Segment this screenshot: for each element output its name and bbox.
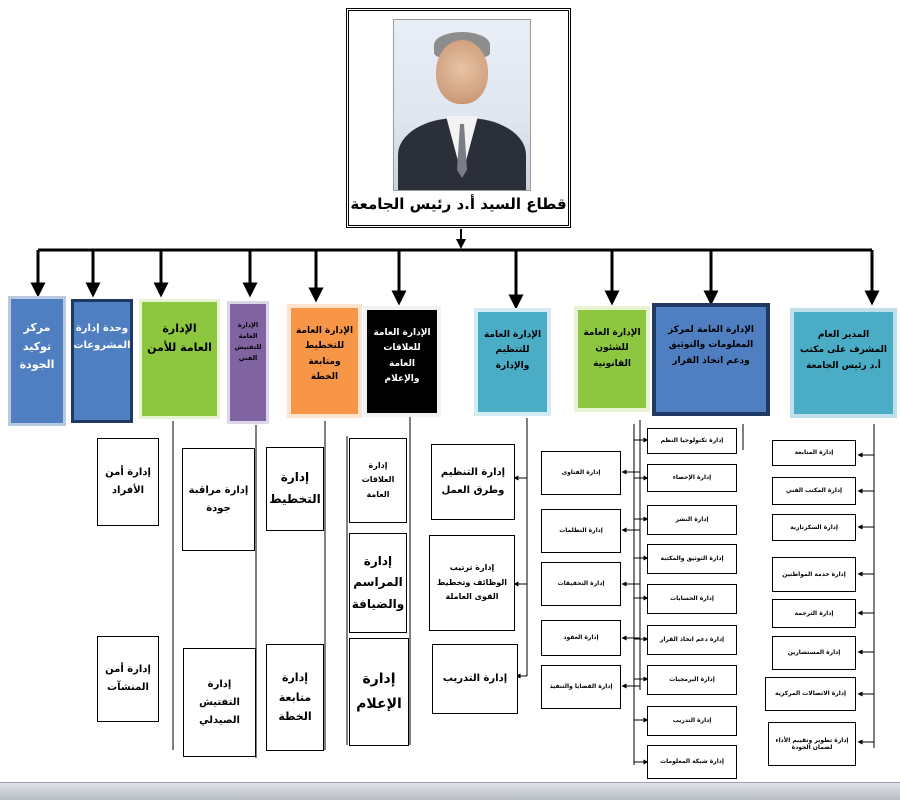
sector-title: قطاع السيد أ.د رئيس الجامعة	[350, 195, 567, 213]
dept-legal-affairs: الإدارة العامة للشئون القانونية	[574, 306, 650, 412]
dept-public-relations-media: الإدارة العامة للعلاقات العامة والإعلام	[363, 306, 441, 417]
office-unit-technical-office: إدارة المكتب الفني	[772, 477, 856, 505]
info-unit-statistics: إدارة الإحصاء	[647, 464, 737, 492]
pr-unit-public-relations: إدارة العلاقات العامة	[349, 438, 407, 523]
dept-office-director: المدير العام المشرف على مكتب أ.د رئيس ال…	[790, 308, 897, 418]
office-unit-citizen-service: إدارة خدمة المواطنين	[772, 557, 856, 592]
office-unit-central-communications: إدارة الاتصالات المركزية	[765, 677, 856, 711]
planning-unit-plan-followup: إدارة متابعة الخطة	[266, 644, 324, 751]
pr-unit-protocol-hospitality: إدارة المراسم والضيافة	[349, 533, 407, 633]
info-unit-accounts: إدارة الحسابات	[647, 584, 737, 614]
legal-unit-fatwas: إدارة الفتاوى	[541, 451, 621, 495]
office-unit-advisors: إدارة المستشارين	[772, 636, 856, 670]
info-unit-decision-support: إدارة دعم اتخاذ القرار	[647, 625, 737, 655]
info-unit-publishing: إدارة النشر	[647, 505, 737, 535]
info-unit-systems-technology: إدارة تكنولوجيا النظم	[647, 428, 737, 454]
info-unit-information-network: إدارة شبكة المعلومات	[647, 745, 737, 779]
dept-organization-administration: الإدارة العامة للتنظيم والإدارة	[474, 308, 551, 416]
dept-quality-center: مركز توكيد الجودة	[8, 296, 66, 426]
info-unit-software: إدارة البرمجيات	[647, 665, 737, 695]
org-unit-jobs-workforce: إدارة ترتيب الوظائف وتخطيط القوى العاملة	[429, 535, 515, 631]
pr-unit-media: إدارة الإعلام	[349, 638, 409, 746]
legal-unit-cases-execution: إدارة القضايا والتنفيذ	[541, 665, 621, 709]
dept-planning-followup: الإدارة العامة للتخطيط ومتابعة الخطة	[287, 304, 362, 418]
dept-security: الإدارة العامة للأمن	[139, 299, 220, 419]
planning-unit-planning: إدارة التخطيط	[266, 447, 324, 531]
info-unit-training: إدارة التدريب	[647, 706, 737, 736]
inspection-unit-pharmacy: إدارة التفتيش الصيدلي	[183, 648, 256, 757]
dept-projects-unit: وحدة إدارة المشروعات	[71, 299, 133, 423]
org-unit-training: إدارة التدريب	[432, 644, 518, 714]
president-sector-box: قطاع السيد أ.د رئيس الجامعة	[346, 8, 571, 228]
inspection-unit-quality-control: إدارة مراقبة جودة	[182, 448, 255, 551]
legal-unit-contracts: إدارة العقود	[541, 620, 621, 656]
dept-technical-inspection: الإدارة العامة للتفتيش الفني	[227, 301, 269, 424]
office-unit-followup: إدارة المتابعة	[772, 440, 856, 466]
legal-unit-investigations: إدارة التحقيقات	[541, 562, 621, 606]
office-unit-secretariat: إدارة السكرتارية	[772, 514, 856, 541]
office-unit-translation: إدارة الترجمة	[772, 599, 856, 628]
bottom-border	[0, 782, 900, 800]
security-unit-individuals: إدارة أمن الأفراد	[97, 438, 159, 526]
info-unit-documentation-library: إدارة التوثيق والمكتبة	[647, 544, 737, 574]
dept-information-center: الإدارة العامة لمركز المعلومات والتوثيق …	[652, 303, 770, 416]
legal-unit-grievances: إدارة التظلمات	[541, 509, 621, 553]
president-photo	[393, 19, 531, 191]
org-unit-work-methods: إدارة التنظيم وطرق العمل	[431, 444, 515, 520]
security-unit-facilities: إدارة أمن المنشآت	[97, 636, 159, 722]
office-unit-performance-quality: إدارة تطوير وتقييم الأداء لضمان الجودة	[768, 722, 856, 766]
